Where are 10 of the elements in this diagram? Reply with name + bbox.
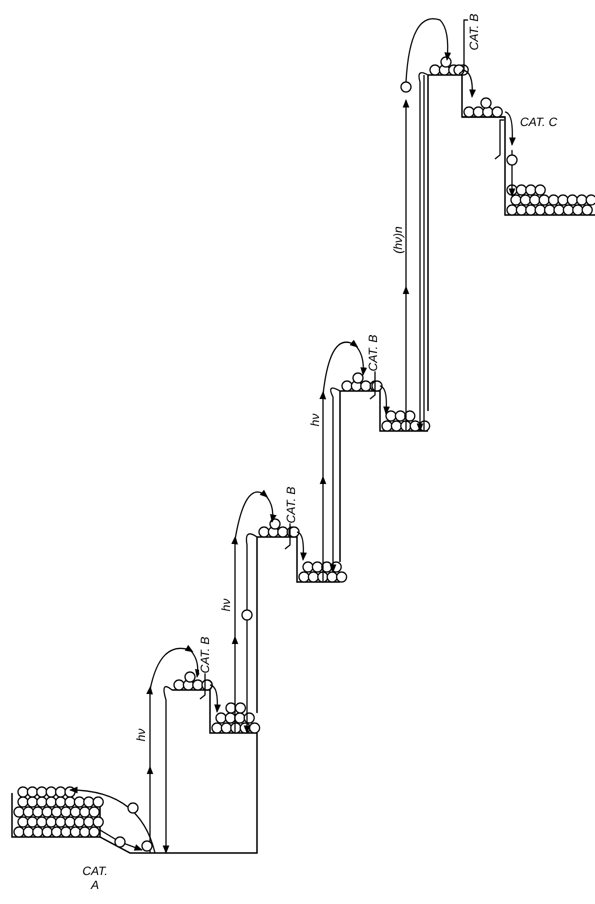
catalyst-label: CAT. B — [199, 636, 211, 674]
photon-label: hν — [220, 598, 232, 612]
catalyst-label: CAT. B — [468, 14, 480, 50]
catalyst-label: CAT. B — [285, 486, 297, 524]
photon-label: hν — [309, 414, 321, 426]
catalyst-label: CAT. C — [520, 116, 558, 128]
catalyst-label: CAT. B — [367, 334, 379, 372]
photon-label: hν — [135, 728, 147, 742]
photon-label: (hν)n — [392, 226, 404, 254]
catalyst-label: CAT. A — [81, 864, 109, 893]
